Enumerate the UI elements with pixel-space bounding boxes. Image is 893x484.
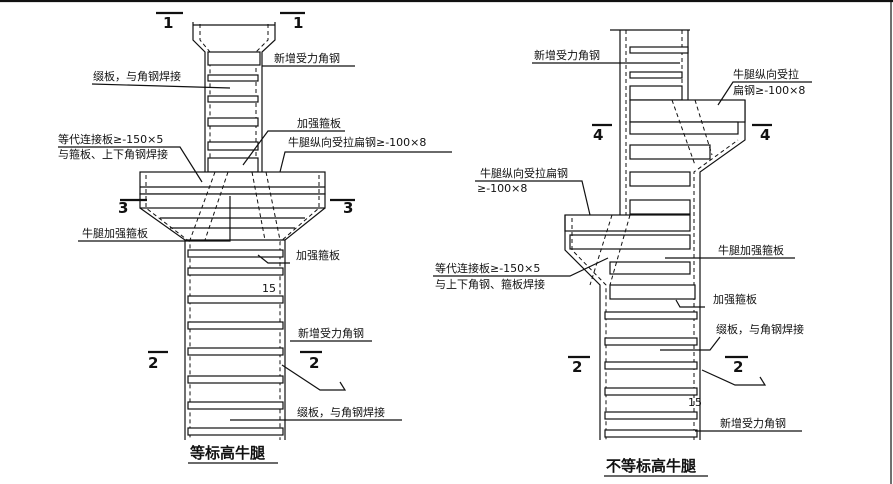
batten-plate [604, 429, 698, 438]
label: 缀板，与角钢焊接 [297, 405, 385, 419]
label: 加强箍板 [297, 116, 341, 130]
batten-plate [604, 387, 698, 396]
batten-plate [187, 375, 284, 384]
label: 新增受力角钢 [720, 416, 786, 430]
label: 缀板，与角钢焊接 [716, 322, 804, 336]
batten-plate [187, 295, 284, 304]
section-mark: 3 [343, 199, 353, 217]
right-drawing-title: 不等标高牛腿 [606, 457, 696, 475]
label: 扁钢≥-100×8 [733, 84, 805, 97]
right-column-drawing [564, 29, 746, 440]
batten-plate [604, 337, 698, 346]
weld-size: 15 [688, 396, 702, 409]
batten-plate [187, 427, 284, 436]
section-mark: 1 [163, 14, 173, 32]
label: ≥-100×8 [477, 182, 527, 195]
section-mark: 2 [733, 358, 743, 376]
label: 牛腿加强箍板 [718, 243, 784, 257]
label: 牛腿加强箍板 [82, 226, 148, 240]
label: 新增受力角钢 [274, 51, 340, 65]
batten-plate [187, 347, 284, 356]
left-drawing-title: 等标高牛腿 [190, 444, 265, 462]
label: 牛腿纵向受拉扁钢 [480, 166, 568, 180]
label: 等代连接板≥-150×5 [435, 261, 540, 275]
label: 牛腿纵向受拉扁钢≥-100×8 [288, 135, 426, 149]
section-mark: 2 [572, 358, 582, 376]
label: 缀板，与角钢焊接 [93, 69, 181, 83]
batten-plate [187, 321, 284, 330]
left-column-drawing [139, 22, 326, 440]
label: 牛腿纵向受拉 [733, 67, 799, 81]
batten-plate [187, 249, 284, 258]
label: 新增受力角钢 [534, 48, 600, 62]
weld-size: 15 [262, 282, 276, 295]
label: 新增受力角钢 [298, 326, 364, 340]
label: 加强箍板 [296, 248, 340, 262]
left-labels: 1 1 3 3 2 2 新增受力角钢 缀板，与角钢焊接 加强箍板 等代连接板≥-… [58, 11, 452, 464]
batten-plate [604, 311, 698, 320]
section-mark: 2 [148, 354, 158, 372]
label: 等代连接板≥-150×5 [58, 132, 163, 146]
batten-plate [604, 361, 698, 370]
section-mark: 4 [593, 126, 603, 144]
batten-plate [187, 267, 284, 276]
section-mark: 2 [309, 354, 319, 372]
label: 与上下角钢、箍板焊接 [435, 277, 545, 291]
label: 与箍板、上下角钢焊接 [58, 147, 168, 161]
section-mark: 4 [760, 126, 770, 144]
label: 加强箍板 [713, 292, 757, 306]
batten-plate [187, 401, 284, 410]
section-mark: 3 [118, 199, 128, 217]
right-labels: 4 4 2 2 新增受力角钢 牛腿纵向受拉 扁钢≥-100×8 牛腿纵向受拉扁钢… [433, 48, 812, 477]
batten-plate [604, 411, 698, 420]
section-mark: 1 [293, 14, 303, 32]
